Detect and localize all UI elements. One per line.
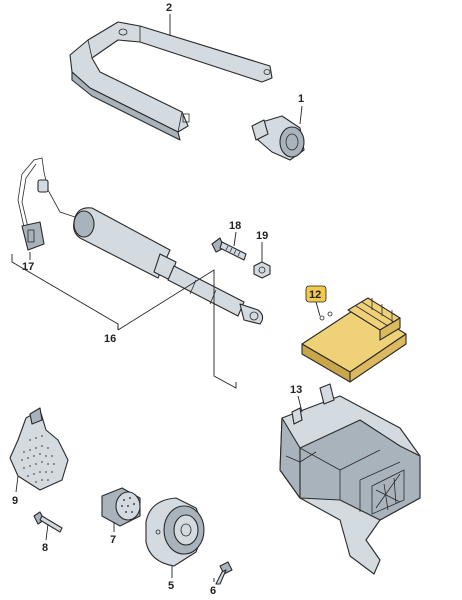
part-5-socket[interactable] [145, 497, 205, 567]
part-16-actuator[interactable] [73, 207, 264, 325]
connector-pins [121, 497, 135, 513]
label-7: 7 [110, 534, 116, 546]
label-13: 13 [290, 384, 302, 396]
part-1-switch[interactable] [251, 115, 305, 161]
label-9: 9 [12, 495, 18, 507]
label-1: 1 [298, 93, 304, 105]
part-8-pin[interactable] [33, 511, 63, 533]
part-19-nut[interactable] [253, 261, 271, 279]
label-6: 6 [210, 585, 216, 597]
part-7-connector[interactable] [101, 487, 141, 527]
label-12: 12 [309, 289, 321, 301]
part-2-bracket[interactable] [69, 21, 273, 141]
part-17-wiring-harness[interactable] [17, 157, 79, 251]
part-12-control-unit[interactable] [301, 297, 407, 383]
label-19: 19 [256, 230, 268, 242]
label-8: 8 [42, 542, 48, 554]
part-13-housing[interactable] [279, 383, 421, 575]
part-6-screw[interactable] [215, 561, 233, 585]
label-5: 5 [168, 580, 174, 592]
perforation-dots [21, 435, 55, 483]
part-18-bolt[interactable] [211, 237, 247, 261]
label-2: 2 [166, 2, 172, 14]
label-18: 18 [229, 220, 241, 232]
label-16: 16 [104, 333, 116, 345]
part-9-plate[interactable] [9, 407, 69, 491]
